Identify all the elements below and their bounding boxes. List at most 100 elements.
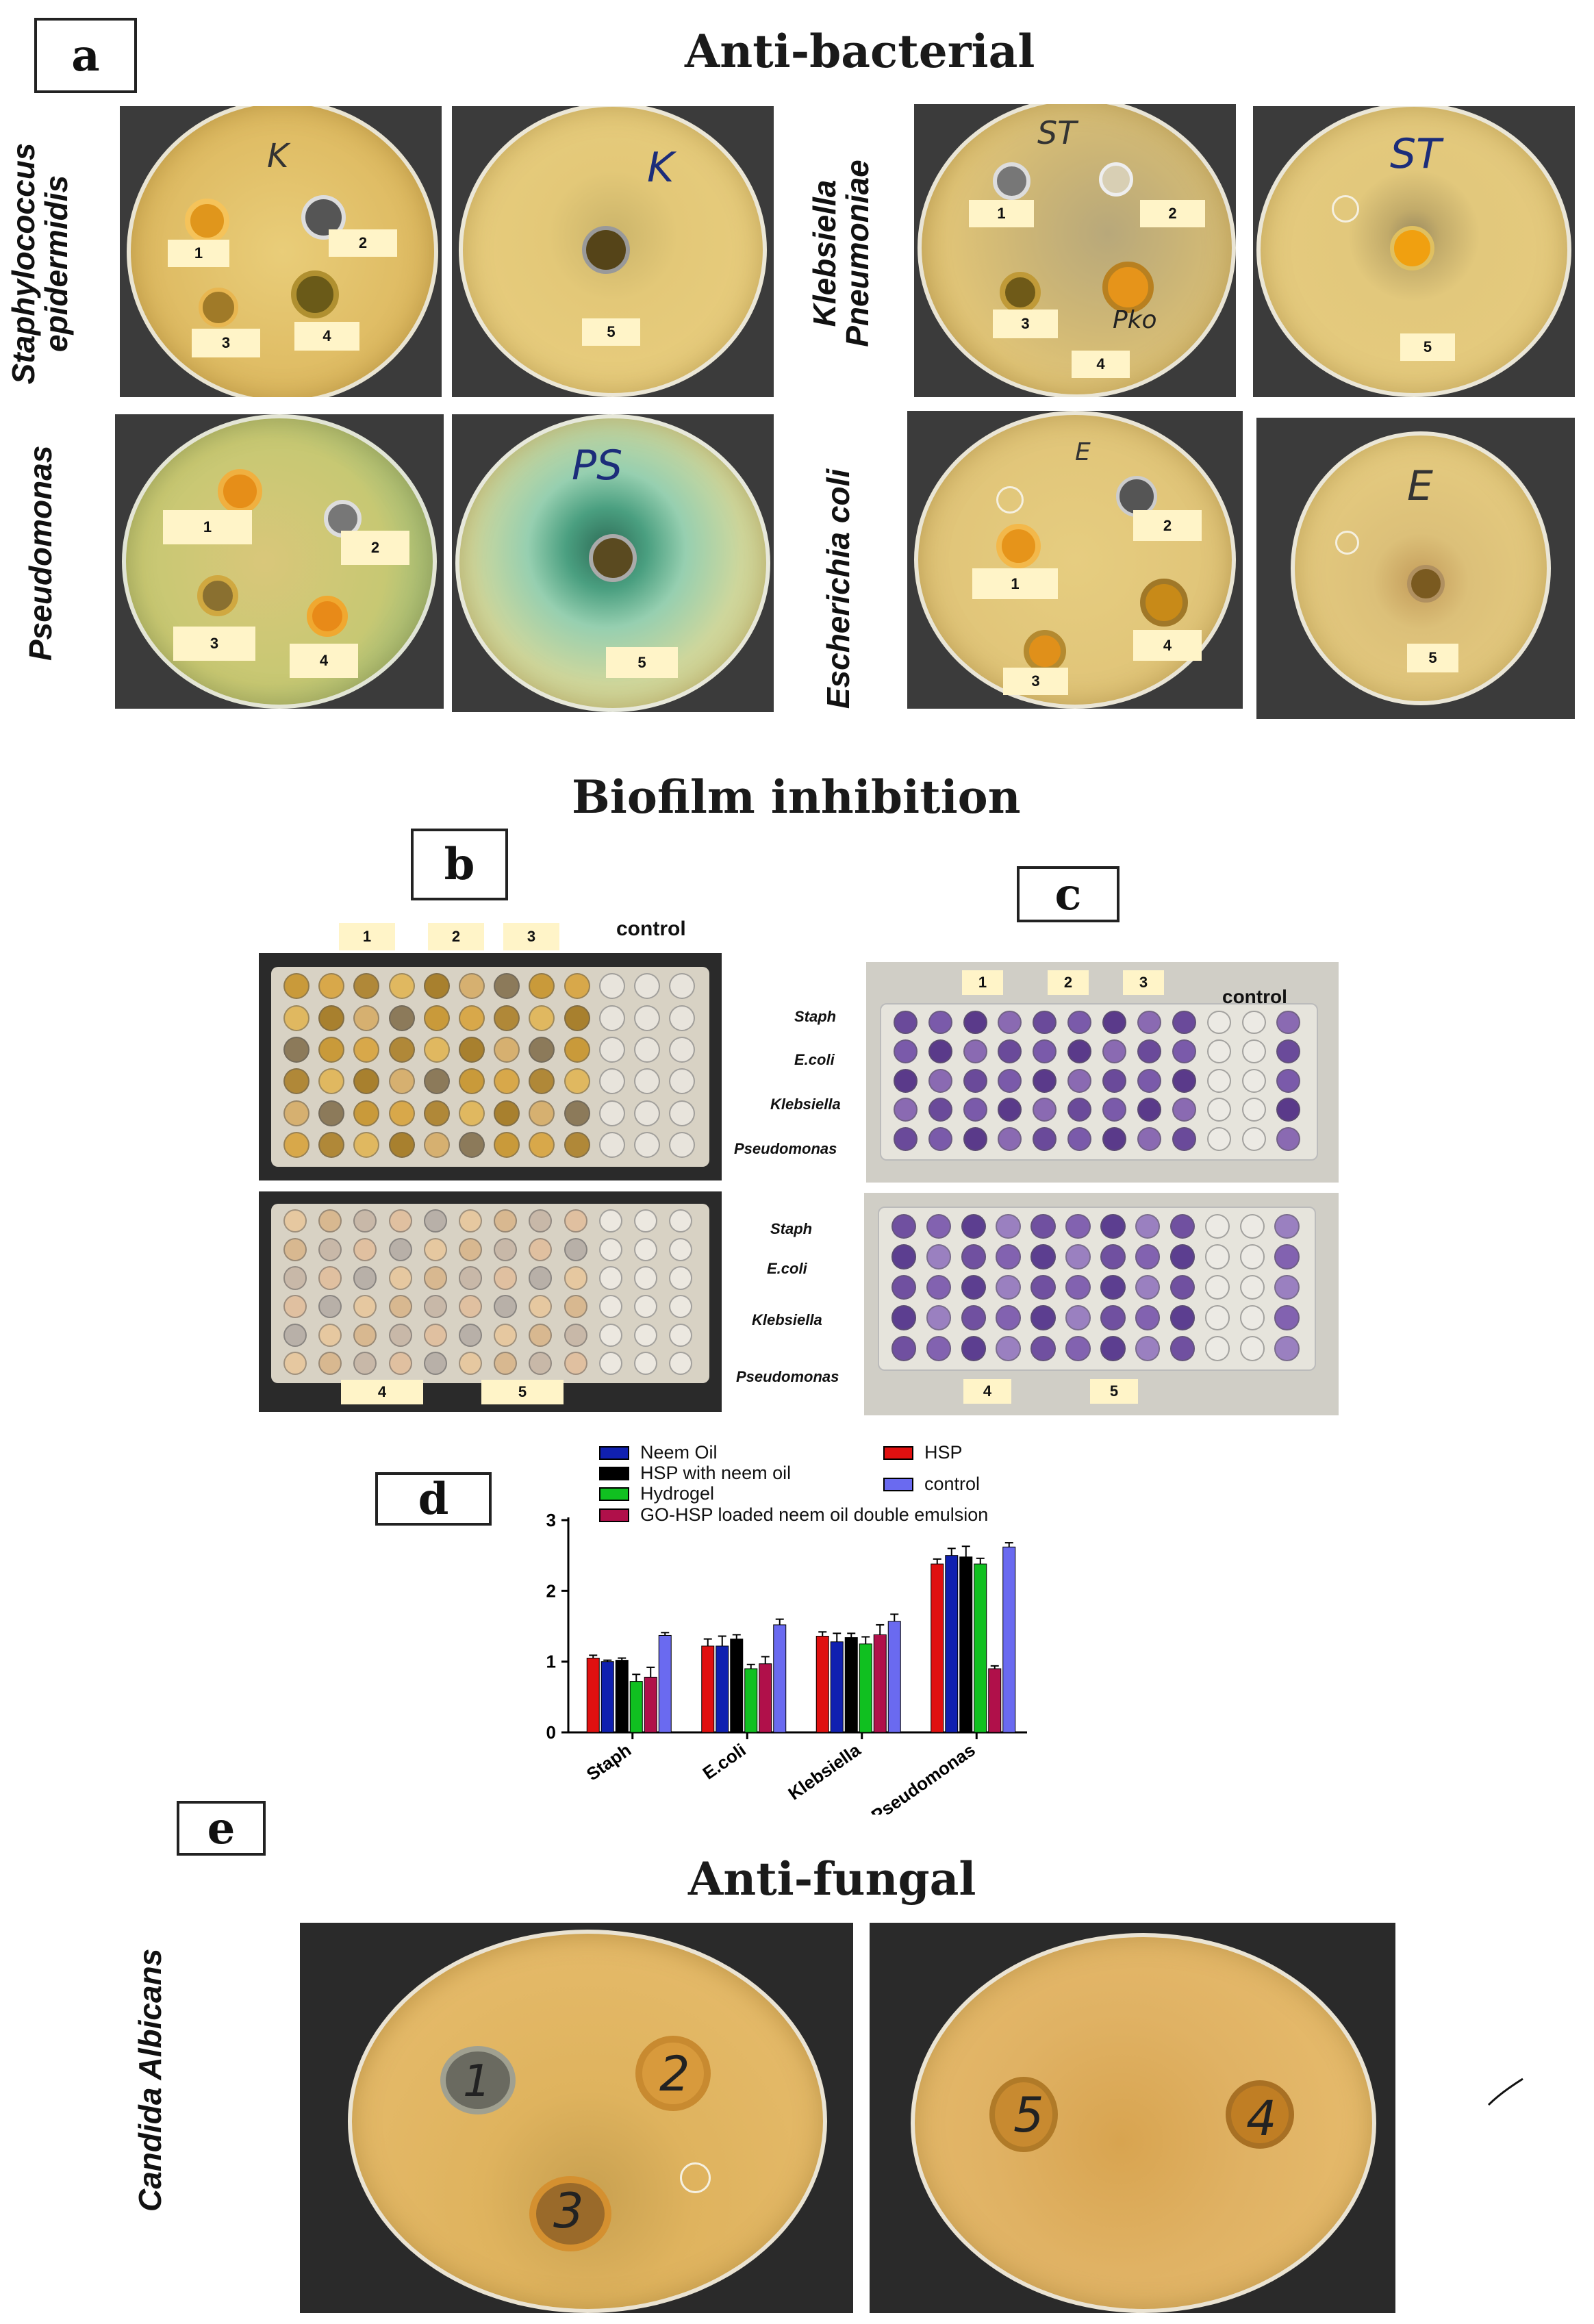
plate-mark-ps: PS: [572, 442, 623, 490]
bar: [887, 1621, 901, 1733]
plate-well: [891, 1213, 917, 1239]
sample-tag-5d: 5: [1407, 644, 1458, 672]
plate-well: [283, 1266, 307, 1290]
plate-well: [961, 1305, 987, 1330]
plate-well: [1065, 1213, 1091, 1239]
sample-tag-2c: 2: [341, 531, 409, 565]
plate-well: [1206, 1010, 1231, 1035]
plate-well: [961, 1213, 987, 1239]
plate-well: [633, 1068, 660, 1095]
section-title-antifungal: Anti-fungal: [688, 1852, 976, 1906]
bar: [744, 1668, 758, 1733]
plate-well: [598, 1237, 622, 1261]
plate-well: [598, 1352, 622, 1376]
plate-well: [353, 1323, 377, 1347]
panel-label-e-text: e: [207, 1802, 236, 1854]
row-label-ecoli-2: E.coli: [767, 1260, 807, 1277]
bar: [629, 1681, 643, 1733]
plate-well: [928, 1127, 952, 1152]
plate-well: [633, 1266, 657, 1290]
bar: [873, 1634, 887, 1733]
plate-well: [423, 1132, 450, 1159]
plate-well: [529, 973, 555, 1000]
legend-neem-oil: Neem Oil: [599, 1442, 718, 1463]
plate-well: [494, 1036, 520, 1063]
plate-well: [891, 1336, 917, 1361]
plate-well: [1276, 1010, 1301, 1035]
plate-well: [1065, 1305, 1091, 1330]
sample-tag-1: 1: [168, 240, 229, 267]
x-tick-label: Klebsiella: [785, 1739, 865, 1804]
plate-well: [1172, 1010, 1196, 1035]
plate-well: [1033, 1068, 1057, 1093]
plate-well: [388, 1036, 415, 1063]
plate-well: [669, 1352, 693, 1376]
plate-well: [318, 1005, 345, 1031]
plate-well: [458, 1237, 482, 1261]
x-tick-label: Staph: [583, 1739, 635, 1784]
plate-well: [529, 1100, 555, 1126]
bar: [830, 1641, 844, 1733]
plate-well: [891, 1305, 917, 1330]
plate-well: [458, 1352, 482, 1376]
plate-well: [423, 1005, 450, 1031]
sample-tag-2d: 2: [1133, 510, 1202, 541]
bar: [844, 1637, 858, 1733]
plate-well: [598, 1295, 622, 1319]
plate-well: [1172, 1098, 1196, 1122]
sample-tag-5b: 5: [1400, 333, 1455, 361]
plate-well: [564, 1237, 587, 1261]
plate-well: [1137, 1098, 1161, 1122]
legend-hydrogel: Hydrogel: [599, 1483, 714, 1504]
plate-well: [1067, 1098, 1092, 1122]
plate-well: [1169, 1336, 1196, 1361]
control-label-c: control: [1222, 986, 1287, 1007]
plate-well: [1241, 1127, 1266, 1152]
sample-tag-2b: 2: [1140, 200, 1205, 227]
plate-well: [1067, 1127, 1092, 1152]
plate-well: [494, 1352, 518, 1376]
plate-well: [1239, 1213, 1265, 1239]
plate-well: [998, 1039, 1022, 1064]
plate-well: [1102, 1127, 1127, 1152]
plate-well: [1102, 1068, 1127, 1093]
plate-well: [353, 1209, 377, 1233]
plate-well: [598, 1209, 622, 1233]
plate-well: [633, 1100, 660, 1126]
plate-well: [1204, 1336, 1230, 1361]
photo-pseudo-plate-1-4: 1 2 3 4: [115, 414, 444, 709]
legend-control-text: control: [924, 1474, 981, 1494]
plate-well: [1239, 1274, 1265, 1300]
plate-well: [458, 1036, 485, 1063]
plate-well: [1169, 1305, 1196, 1330]
sample-tag-1c: 1: [163, 510, 252, 544]
plate-well: [353, 1005, 380, 1031]
plate-well: [1276, 1068, 1301, 1093]
plate-well: [1033, 1098, 1057, 1122]
plate-well: [564, 1295, 587, 1319]
plate-well: [564, 1209, 587, 1233]
column-tag-4: 4: [341, 1380, 423, 1404]
plate-well: [1030, 1274, 1056, 1300]
plate-well: [996, 1244, 1021, 1270]
legend-swatch-hydrogel: [599, 1487, 629, 1501]
plate-mark-pko: Pko: [1113, 306, 1157, 334]
plate-well: [564, 1036, 590, 1063]
plate-well: [458, 1295, 482, 1319]
y-tick-label: 2: [546, 1580, 556, 1601]
plate-well: [996, 1305, 1021, 1330]
legend-swatch-hsp: [883, 1445, 913, 1460]
plate-well: [598, 1005, 625, 1031]
legend-swatch-control: [883, 1477, 913, 1491]
plate-well: [1274, 1305, 1300, 1330]
photo-fungal-plate-1-3: 1 2 3: [300, 1923, 853, 2313]
photo-ecoli-plate-5: E 5: [1256, 418, 1575, 719]
plate-well: [1274, 1336, 1300, 1361]
plate-well: [926, 1244, 952, 1270]
photo-ecoli-plate-1-4: E 1 2 3 4: [907, 411, 1243, 709]
plate-well: [1204, 1305, 1230, 1330]
plate-well: [598, 1132, 625, 1159]
plate-well: [388, 1209, 412, 1233]
column-tag-3c: 3: [1123, 970, 1164, 995]
